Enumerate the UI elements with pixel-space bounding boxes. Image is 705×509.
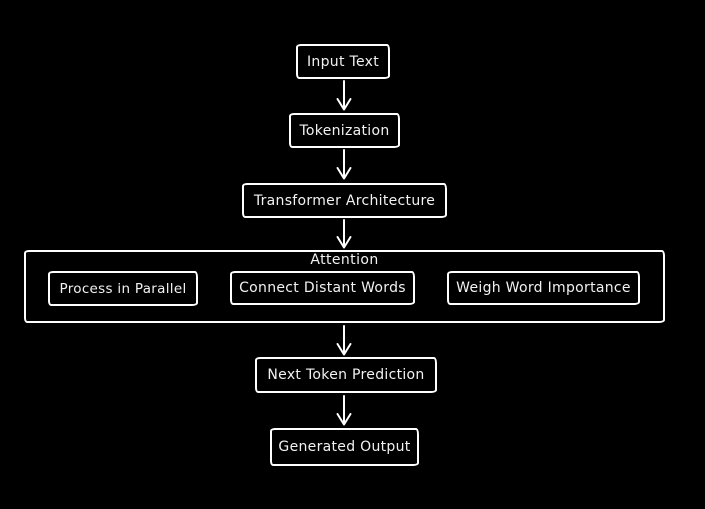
node-generated-output: Generated Output bbox=[270, 428, 419, 466]
flow-arrow-3 bbox=[336, 219, 352, 249]
flow-arrow-4 bbox=[336, 325, 352, 356]
node-input-text-label: Input Text bbox=[306, 53, 379, 70]
node-connect-distant-words-label: Connect Distant Words bbox=[239, 280, 406, 296]
flow-arrow-1 bbox=[336, 80, 352, 111]
node-next-token-prediction: Next Token Prediction bbox=[255, 357, 437, 393]
node-transformer-architecture-label: Transformer Architecture bbox=[253, 192, 436, 209]
node-process-in-parallel: Process in Parallel bbox=[48, 271, 198, 306]
node-tokenization-label: Tokenization bbox=[299, 122, 390, 139]
node-input-text: Input Text bbox=[296, 44, 390, 79]
flow-arrow-2 bbox=[336, 149, 352, 180]
node-weigh-word-importance-label: Weigh Word Importance bbox=[456, 280, 631, 296]
attention-group-box bbox=[24, 250, 665, 323]
node-tokenization: Tokenization bbox=[289, 113, 400, 148]
attention-group-label: Attention bbox=[310, 252, 379, 268]
node-weigh-word-importance: Weigh Word Importance bbox=[447, 271, 640, 305]
node-transformer-architecture: Transformer Architecture bbox=[242, 183, 447, 218]
node-connect-distant-words: Connect Distant Words bbox=[230, 271, 415, 305]
flow-arrow-5 bbox=[336, 395, 352, 426]
node-next-token-prediction-label: Next Token Prediction bbox=[267, 367, 425, 383]
node-generated-output-label: Generated Output bbox=[278, 439, 411, 455]
node-process-in-parallel-label: Process in Parallel bbox=[59, 280, 187, 297]
